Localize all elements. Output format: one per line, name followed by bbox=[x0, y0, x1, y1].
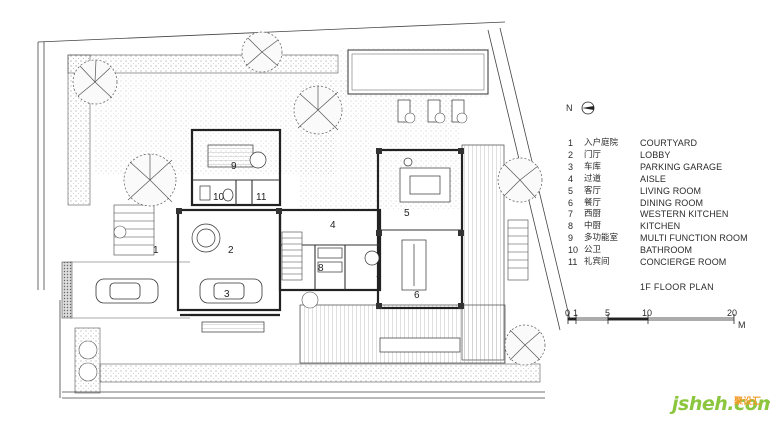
legend-name-cn: 中厨 bbox=[584, 221, 602, 232]
legend-name-en: LOBBY bbox=[640, 149, 671, 160]
legend-name-cn: 入户庭院 bbox=[584, 138, 619, 148]
legend-number: 3 bbox=[568, 161, 574, 172]
room-number: 2 bbox=[228, 245, 234, 256]
room-legend: 1 入户庭院 COURTYARD 2 门厅 LOBBY 3 车库 PARKING… bbox=[568, 138, 768, 269]
tree-center bbox=[293, 85, 343, 135]
scale-tick-label: 1 bbox=[573, 308, 579, 318]
legend-item: 7 西厨 WESTERN KITCHEN bbox=[568, 209, 768, 221]
legend-name-en: COURTYARD bbox=[640, 138, 698, 148]
room-numbers: 1 2 3 4 5 6 7 8 9 10 11 bbox=[153, 161, 420, 301]
building-walls bbox=[176, 128, 464, 317]
legend-name-cn: 餐厅 bbox=[584, 197, 602, 208]
scale-tick-label: 5 bbox=[605, 308, 611, 318]
legend-name-cn: 公卫 bbox=[584, 245, 602, 256]
shrubs bbox=[78, 112, 468, 382]
legend-number: 1 bbox=[568, 138, 574, 148]
room-number: 5 bbox=[404, 208, 410, 219]
legend-name-cn: 礼宾间 bbox=[584, 257, 610, 268]
legend-name-en: AISLE bbox=[640, 173, 667, 184]
scale-tick-label: 10 bbox=[642, 308, 653, 318]
legend-item: 5 客厅 LIVING ROOM bbox=[568, 186, 768, 198]
watermark-logo-cn: 聚设汇 bbox=[734, 397, 762, 407]
legend-item: 8 中厨 KITCHEN bbox=[568, 221, 768, 233]
car-garage bbox=[199, 278, 263, 304]
north-label: N bbox=[566, 103, 573, 113]
legend-number: 7 bbox=[568, 209, 574, 220]
legend-number: 10 bbox=[568, 245, 579, 256]
room-number: 10 bbox=[213, 192, 225, 203]
room-number: 8 bbox=[318, 263, 324, 274]
legend-name-en: KITCHEN bbox=[640, 221, 681, 232]
legend-number: 2 bbox=[568, 149, 574, 160]
legend-name-en: CONCIERGE ROOM bbox=[640, 257, 727, 268]
legend-item: 9 多功能室 MULTI FUNCTION ROOM bbox=[568, 233, 768, 245]
room-number: 9 bbox=[231, 161, 237, 172]
south-bench bbox=[379, 337, 461, 353]
legend-name-cn: 过道 bbox=[584, 173, 602, 184]
trees bbox=[72, 31, 546, 366]
legend-name-en: WESTERN KITCHEN bbox=[640, 209, 729, 220]
legend-name-en: DINING ROOM bbox=[640, 197, 704, 208]
room-number: 11 bbox=[256, 192, 267, 203]
scale-unit: M bbox=[738, 320, 746, 330]
pool-inner bbox=[351, 53, 485, 91]
wall-columns bbox=[176, 148, 464, 309]
room-number: 3 bbox=[224, 289, 230, 300]
legend-name-en: LIVING ROOM bbox=[640, 185, 702, 196]
legend-number: 11 bbox=[568, 257, 578, 268]
tree-nw bbox=[72, 59, 118, 105]
scale-tick-label: 20 bbox=[727, 308, 738, 318]
north-arrow-icon bbox=[581, 101, 595, 115]
legend-number: 4 bbox=[568, 173, 574, 184]
tree-southeast bbox=[504, 324, 546, 366]
tree-west bbox=[123, 153, 177, 207]
tree-north bbox=[241, 31, 283, 73]
legend-number: 5 bbox=[568, 185, 574, 196]
legend-item: 2 门厅 LOBBY bbox=[568, 150, 768, 162]
watermark-logo: jsheh.com bbox=[672, 393, 770, 415]
legend-item: 11 礼宾间 CONCIERGE ROOM bbox=[568, 257, 768, 269]
loungers bbox=[397, 99, 465, 123]
legend-number: 8 bbox=[568, 221, 574, 232]
scale-tick-label: 0 bbox=[565, 308, 571, 318]
plan-title: 1F FLOOR PLAN bbox=[640, 282, 714, 292]
legend-name-cn: 门厅 bbox=[584, 149, 602, 160]
legend-name-cn: 西厨 bbox=[584, 209, 602, 220]
legend-number: 6 bbox=[568, 197, 574, 208]
stair-core bbox=[281, 231, 303, 281]
legend-name-en: BATHROOM bbox=[640, 245, 693, 256]
legend-name-cn: 多功能室 bbox=[584, 233, 619, 244]
room-number: 4 bbox=[330, 220, 336, 231]
room-number: 1 bbox=[153, 245, 159, 256]
legend-item: 6 餐厅 DINING ROOM bbox=[568, 198, 768, 210]
car-driveway bbox=[95, 278, 159, 304]
scale-bar bbox=[567, 314, 735, 324]
legend-name-cn: 车库 bbox=[584, 161, 602, 172]
room-number: 7 bbox=[376, 275, 382, 286]
legend-item: 10 公卫 BATHROOM bbox=[568, 245, 768, 257]
furniture bbox=[191, 144, 451, 333]
east-steps bbox=[507, 219, 529, 281]
south-deck bbox=[299, 304, 506, 364]
room-number: 6 bbox=[414, 290, 420, 301]
driveway bbox=[61, 261, 190, 319]
legend-name-en: MULTI FUNCTION ROOM bbox=[640, 233, 748, 244]
legend-item: 4 过道 AISLE bbox=[568, 174, 768, 186]
legend-name-en: PARKING GARAGE bbox=[640, 161, 723, 172]
pool bbox=[347, 49, 489, 95]
tree-east bbox=[497, 157, 543, 203]
legend-name-cn: 客厅 bbox=[584, 185, 602, 196]
legend-item: 3 车库 PARKING GARAGE bbox=[568, 162, 768, 174]
legend-number: 9 bbox=[568, 233, 574, 244]
legend-item: 1 入户庭院 COURTYARD bbox=[568, 138, 768, 150]
